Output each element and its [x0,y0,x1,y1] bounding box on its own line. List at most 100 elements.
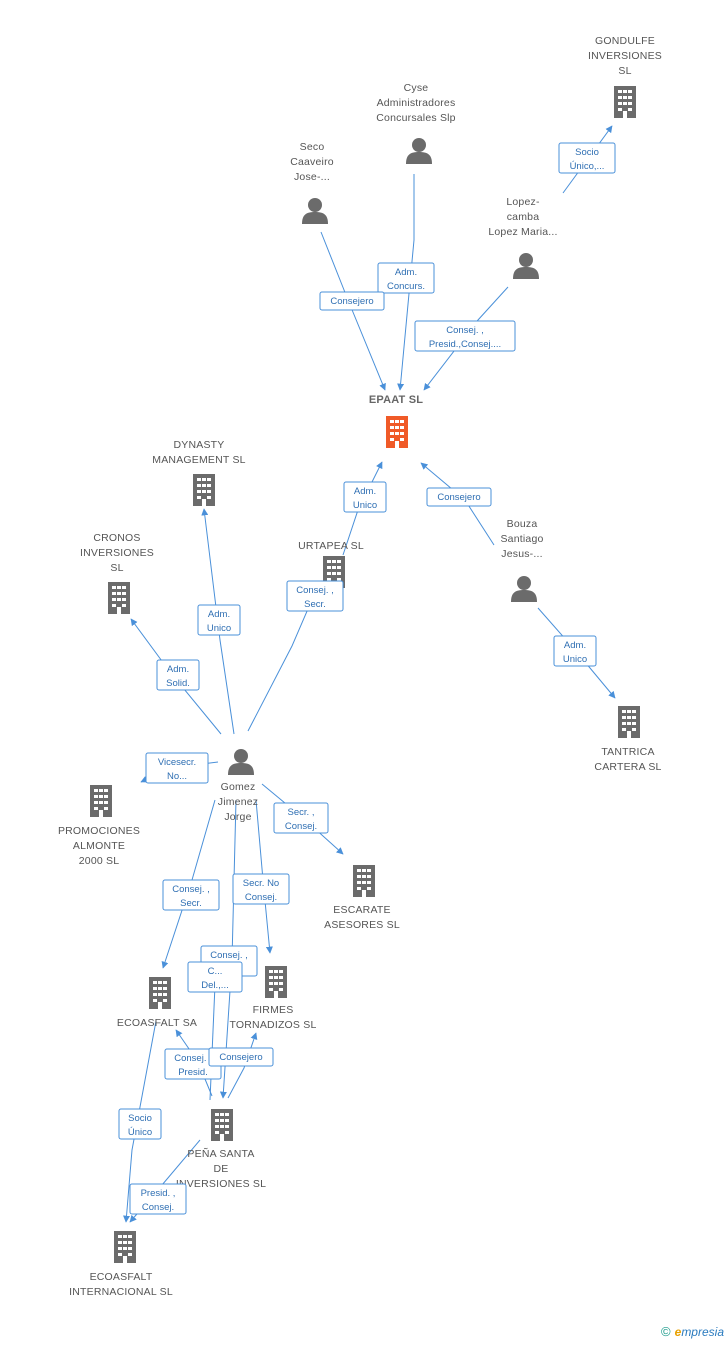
edge-label-box [273,802,329,834]
node-label: ECOASFALT [90,1271,153,1283]
edge-label-box [187,961,243,993]
edge-label-box [208,1047,274,1067]
edge-label-box [118,1108,162,1140]
edge-label-text: Presid.,Consej.... [429,339,501,350]
edge-label-urtapea-to-epaat[interactable]: Adm.Unico [343,481,387,513]
edge-label-text: Del.,... [201,980,228,991]
node-label: Bouza [507,518,538,530]
node-label: INVERSIONES [80,547,154,559]
edge-label-text: Consej. , [296,585,334,596]
person-icon [302,198,328,224]
node-label: Concursales Slp [376,112,455,124]
edge-label-gomez-to-ecoasfalt[interactable]: Consej. ,Secr. [162,879,220,911]
edge-label-text: Presid. , [141,1188,176,1199]
edge-label-text: Adm. [395,267,417,278]
edge-label-lopez-to-epaat[interactable]: Consej. ,Presid.,Consej.... [414,320,516,352]
edge-gomez-to-dynasty [201,508,235,735]
edge-label-gomez-to-urtapea[interactable]: Consej. ,Secr. [286,580,344,612]
edge-label-lopez-to-gondulfe[interactable]: SocioÚnico,... [558,142,616,174]
edge-label-seco-to-epaat[interactable]: Consejero [319,291,385,311]
node-label: Jorge [224,811,251,823]
node-label: ALMONTE [73,840,125,852]
edge-label-box [156,659,200,691]
node-label: INVERSIONES SL [176,1178,266,1190]
edge-label-text: Único,... [570,161,605,172]
building-icon [114,1231,136,1263]
brand-logo-text: mpresia [681,1324,724,1339]
edge-label-pena-to-firmes[interactable]: C... Del.,... [187,961,243,993]
node-label: INTERNACIONAL SL [69,1286,173,1298]
edge-label-bouza-to-tantrica[interactable]: Adm.Unico [553,635,597,667]
brand-logo-e: e [674,1324,682,1339]
node-seco[interactable]: SecoCaaveiroJose-... [290,141,334,224]
node-ecoint[interactable]: ECOASFALT INTERNACIONAL SL [69,1231,173,1298]
edge-cyse-to-epaat [397,174,415,391]
edge-label-gomez-to-cronos[interactable]: Adm.Solid. [156,659,200,691]
node-dynasty[interactable]: DYNASTY MANAGEMENT SL [152,439,246,506]
node-label: MANAGEMENT SL [152,454,245,466]
person-icon [406,138,432,164]
edge-label-text: Socio [575,147,599,158]
node-label: SL [618,65,631,77]
edge-pena-to-firmes [209,984,216,1101]
empresia-brand[interactable]: © empresia [661,1324,724,1339]
node-label: ECOASFALT SA [117,1017,197,1029]
edge-label-text: Vicesecr. [158,757,196,768]
edge-label-text: Consejero [437,492,480,503]
node-urtapea[interactable]: URTAPEA SL [298,540,364,588]
edge-label-text: Concurs. [387,281,425,292]
building-icon [353,865,375,897]
building-icon [618,706,640,738]
edge-label-text: Consej. , [172,884,210,895]
edge-label-box [162,879,220,911]
edge-label-cyse-to-epaat[interactable]: Adm. Concurs. [377,262,435,294]
edge-label-bouza-to-epaat[interactable]: Consejero [426,487,492,507]
edge-label-text: Consej. [245,892,277,903]
edge-label-gomez-to-promociones[interactable]: Vicesecr.No... [145,752,209,784]
edge-label-text: Secr. No [243,878,279,889]
edge-label-gomez-to-firmes[interactable]: Secr. No Consej. [232,873,290,905]
node-epaat[interactable]: EPAAT SL [369,394,423,448]
edge-label-text: Unico [207,623,231,634]
building-icon [90,785,112,817]
edge-label-text: Socio [128,1113,152,1124]
edge-label-pena-to-firmes[interactable]: Consejero [208,1047,274,1067]
node-label: Jesus-... [501,548,542,560]
edge-label-text: Consej. , [210,950,248,961]
node-bouza[interactable]: BouzaSantiagoJesus-... [500,518,543,602]
edge-label-text: Presid. [178,1067,208,1078]
edge-label-text: Adm. [167,664,189,675]
edge-label-gomez-to-escarate[interactable]: Secr. ,Consej. [273,802,329,834]
node-label: Gomez [221,781,256,793]
person-icon [228,749,254,775]
edge-label-text: C... [208,966,223,977]
node-label: Jose-... [294,171,330,183]
node-label: Santiago [500,533,543,545]
node-label: DYNASTY [174,439,225,451]
node-label: FIRMES [253,1004,294,1016]
node-label: CARTERA SL [594,761,661,773]
edge-label-box [286,580,344,612]
building-icon [614,86,636,118]
node-label: Lopez Maria... [488,226,557,238]
edge-label-box [197,604,241,636]
edge-label-text: Adm. [208,609,230,620]
edge-seco-to-epaat [320,231,386,391]
node-ecoasfalt[interactable]: ECOASFALT SA [117,977,197,1029]
edge-label-text: Consejero [330,296,373,307]
edge-pena-to-firmes [227,1032,258,1099]
edge-label-gomez-to-dynasty[interactable]: Adm. Unico [197,604,241,636]
edge-label-pena-to-ecoint[interactable]: Presid. ,Consej. [129,1183,187,1215]
edge-label-box [558,142,616,174]
